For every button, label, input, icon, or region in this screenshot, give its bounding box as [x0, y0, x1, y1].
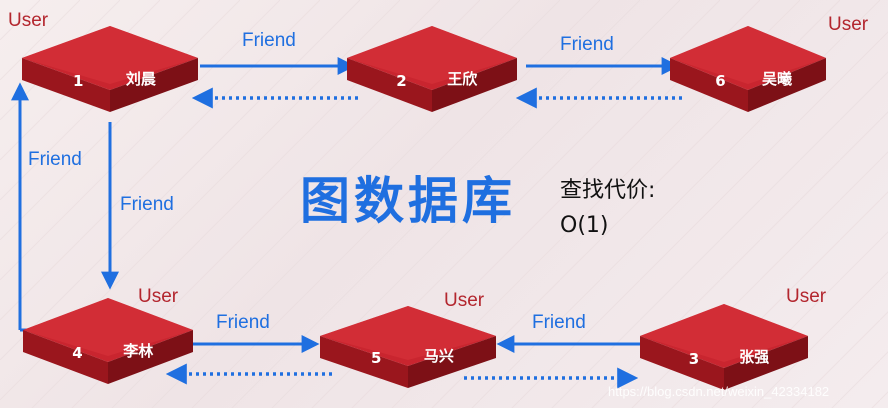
node-side-face — [408, 336, 496, 388]
edge-1-2: Friend — [191, 30, 358, 109]
node-6: 6 吴曦 User — [670, 14, 869, 112]
node-front-face — [347, 58, 432, 112]
node-front-face — [640, 336, 724, 390]
edge-label: Friend — [532, 312, 586, 333]
edge-1-4: Friend — [101, 122, 174, 290]
node-id-label: 6 — [715, 72, 725, 90]
node-id-label: 1 — [73, 72, 83, 90]
node-side-face — [108, 330, 193, 384]
node-id-label: 5 — [371, 349, 381, 367]
node-side-face — [432, 58, 517, 112]
edge-3-5: Friend — [464, 312, 640, 389]
node-front-face — [22, 58, 110, 112]
edge-2-6: Friend — [515, 34, 682, 109]
watermark-text: https://blog.csdn.net/weixin_42334182 — [608, 384, 829, 399]
nodes-layer: 1 刘晨 User 2 王欣 6 吴曦 User 4 李林 User 5 马兴 User 3 张强 User — [8, 10, 869, 390]
node-name-label: 张强 — [739, 348, 769, 366]
node-id-label: 4 — [72, 344, 82, 362]
node-side-face — [110, 58, 198, 112]
edge-label: Friend — [28, 149, 82, 170]
node-2: 2 王欣 — [347, 26, 517, 112]
node-user-tag: User — [444, 290, 485, 311]
node-name-label: 马兴 — [424, 347, 454, 365]
node-highlight — [640, 304, 808, 362]
node-front-face — [670, 58, 748, 112]
node-side-face — [724, 336, 808, 390]
node-name-label: 王欣 — [447, 70, 478, 88]
node-highlight — [347, 26, 517, 84]
node-name-label: 刘晨 — [126, 70, 157, 88]
node-name-label: 吴曦 — [762, 70, 792, 88]
node-side-face — [748, 58, 826, 112]
node-highlight — [22, 26, 198, 84]
cost-label: 查找代价: — [560, 178, 655, 203]
node-user-tag: User — [828, 14, 869, 35]
node-4: 4 李林 User — [23, 286, 193, 384]
node-id-label: 2 — [396, 72, 406, 90]
node-5: 5 马兴 User — [320, 290, 496, 388]
cost-value: O(1) — [560, 213, 608, 238]
node-3: 3 张强 User — [640, 286, 827, 390]
node-highlight — [320, 306, 496, 360]
edge-label: Friend — [242, 30, 296, 51]
node-name-label: 李林 — [122, 342, 154, 360]
node-user-tag: User — [786, 286, 827, 307]
node-user-tag: User — [138, 286, 179, 307]
node-user-tag: User — [8, 10, 49, 31]
edge-label: Friend — [120, 194, 174, 215]
node-1: 1 刘晨 User — [8, 10, 198, 112]
edge-label: Friend — [216, 312, 270, 333]
node-front-face — [320, 336, 408, 388]
node-highlight — [23, 298, 193, 356]
page-title: 图数据库 — [300, 172, 516, 230]
edge-label: Friend — [560, 34, 614, 55]
node-front-face — [23, 330, 108, 384]
edge-4-1: Friend — [11, 82, 82, 330]
node-id-label: 3 — [689, 350, 699, 368]
node-highlight — [670, 26, 826, 84]
edge-4-5: Friend — [165, 312, 332, 385]
